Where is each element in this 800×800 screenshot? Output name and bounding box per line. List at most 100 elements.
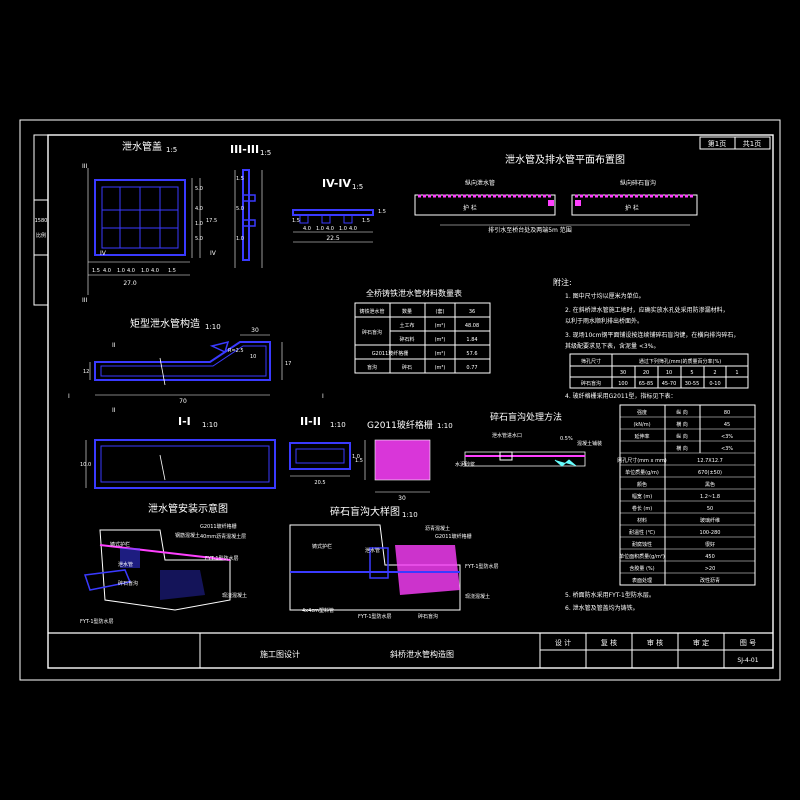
detail-l4: FYT-1型防水层 (465, 563, 499, 570)
rp-cut-ii-top: II (112, 342, 116, 349)
detail-l6: FYT-1型防水层 (358, 613, 392, 620)
dim-b1: 4.0 (103, 268, 111, 274)
grid-prop-cell: 纵 向 (676, 409, 688, 416)
note-1: 1. 图中尺寸均以厘米为单位。 (565, 292, 645, 300)
rp-dim-70: 70 (179, 398, 187, 405)
grid-prop-cell: 含胶量 (%) (629, 565, 654, 572)
sieve-2: 10 (666, 370, 672, 376)
rp-dim-12: 12 (83, 369, 89, 375)
rect-pipe-title: 矩型泄水管构造 (130, 317, 200, 330)
grid-prop-cell: 强度 (637, 409, 647, 416)
dim-b4: 1.0 (141, 268, 149, 274)
cut-iii-top: III (82, 163, 88, 170)
mt-r4c2: (m³) (435, 365, 446, 371)
iv-dim0: 1.5 (292, 218, 300, 224)
grading-row-label: 碎石盲沟 (581, 380, 601, 387)
plan-label-drain: 纵向泄水管 (465, 179, 495, 187)
title-block (48, 632, 773, 668)
mt-r4c0: 盲沟 (367, 364, 377, 371)
grid-prop-cell: 450 (705, 554, 715, 560)
mt-r1c0: 碎石盲沟 (362, 329, 382, 336)
detail-drawing (289, 524, 461, 611)
grid-prop-cell: <3% (721, 446, 733, 452)
grid-prop-cell: 玻璃纤维 (700, 517, 720, 524)
grid-prop-cell: 材料 (637, 517, 647, 524)
dim-height: 17.5 (206, 218, 217, 224)
install-l3: FYT-1型防水层 (205, 555, 239, 562)
drain-pipe-scale: 1:5 (166, 146, 177, 154)
grid-prop-cell: (kN/m) (633, 422, 650, 428)
iv-total: 22.5 (326, 235, 340, 242)
plan-drawing (414, 194, 698, 226)
section-iv-scale: 1:5 (352, 183, 363, 191)
plan-label-rail-left: 护 栏 (463, 204, 477, 212)
detail-l3: 沥青混凝土 (425, 525, 450, 532)
grid-prop-cell: 网孔尺寸(mm x mm) (617, 457, 667, 464)
sieve-5: 1 (735, 370, 738, 376)
section-iii-scale: 1:5 (260, 149, 271, 157)
notes-title: 附注: (553, 277, 572, 287)
sieve-1: 20 (643, 370, 649, 376)
dim-b3: 4.0 (127, 268, 135, 274)
install-l8: FYT-1型防水层 (80, 618, 114, 625)
grid-prop-cell: 卷长 (m) (632, 505, 652, 512)
dim-b0: 1.5 (92, 268, 100, 274)
grid-prop-cell: 很好 (705, 541, 715, 548)
install-title: 泄水管安装示意图 (148, 502, 228, 515)
grid-prop-cell: 耐腐蚀性 (632, 541, 652, 548)
left-strip (33, 134, 49, 306)
iv-dim4: 1.0 (339, 226, 347, 232)
section-iii-drawing (234, 169, 263, 268)
note-3b: 其级配要求见下表，含泥量 <3%。 (565, 342, 659, 350)
grid-prop-cell: 幅宽 (m) (632, 493, 652, 500)
note-5: 5. 桥面防水采用FYT-1型防水层。 (565, 591, 655, 599)
drawing-name: 斜桥泄水管构造图 (390, 649, 454, 659)
side-label-2: 比例 (36, 232, 46, 239)
install-l5: 碎石盲沟 (118, 580, 138, 587)
mt-r3c0: G2011玻纤格栅 (372, 350, 409, 357)
section-i-title: I-I (178, 415, 191, 428)
mt-r4c1: 碎石 (402, 364, 412, 371)
install-l0: 钢筋混凝土 (175, 532, 200, 539)
role-design: 设 计 (555, 638, 571, 647)
dim-r0: 5.0 (195, 186, 203, 192)
section-ii-scale: 1:10 (330, 421, 346, 429)
rp-dim-17: 17 (285, 361, 291, 367)
role-approve: 审 定 (693, 638, 709, 647)
iv-dim3: 4.0 (326, 226, 334, 232)
rp-dim-10: 10 (250, 354, 256, 360)
section-iv-title: IV-IV (322, 177, 351, 190)
rect-pipe-scale: 1:10 (205, 323, 221, 331)
grading-v1: 65-85 (639, 381, 654, 387)
install-l7: 铸式护栏 (110, 541, 130, 548)
mt-r0c1: 数量 (402, 308, 412, 315)
mt-r1c2: (m²) (435, 323, 446, 329)
install-l1: G2011玻纤格栅 (200, 523, 237, 530)
iv-dim5: 4.0 (349, 226, 357, 232)
sii-h: 1.0 (352, 454, 360, 460)
iv-dim1: 4.0 (303, 226, 311, 232)
grid-prop-cell: 50 (707, 506, 713, 512)
grading-v0: 100 (618, 381, 628, 387)
mt-r1c1: 土工布 (399, 322, 414, 329)
detail-l5: 4x4cm塑料管 (302, 607, 334, 614)
mt-r0c2: (套) (436, 308, 445, 315)
grid-prop-cell: 12.7X12.7 (697, 458, 723, 464)
install-l2: 40mm沥青混凝土层 (200, 533, 246, 540)
detail-l7: 碎石盲沟 (418, 613, 438, 620)
outer-frame (19, 119, 781, 681)
grading-header-1: 通过下列筛孔(mm)的质量百分率(%) (639, 358, 721, 365)
detail-l1: 泄水管 (365, 547, 380, 554)
mt-r2c3: 1.84 (466, 337, 477, 343)
sii-w: 20.5 (314, 480, 325, 486)
mt-r3c2: (m²) (435, 351, 446, 357)
grading-v4: 0-10 (709, 381, 720, 387)
design-stage: 施工图设计 (260, 649, 300, 659)
grid-title: G2011玻纤格栅 (367, 419, 433, 431)
drawing-code: SJ-4-01 (737, 657, 758, 664)
rp-cut-i-right: I (322, 393, 324, 400)
grid-w: 30 (398, 495, 406, 502)
drain-pipe-cover-plan (94, 179, 186, 256)
cut-iii-bottom: III (82, 297, 88, 304)
